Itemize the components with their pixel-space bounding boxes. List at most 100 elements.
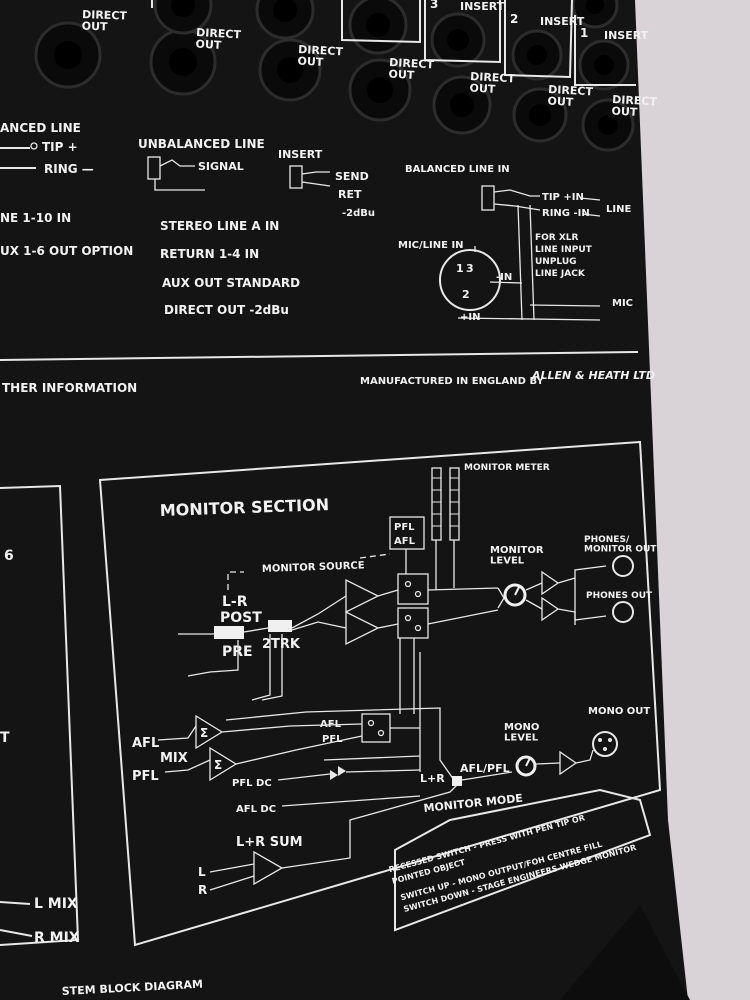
wiring-legend: ANCED LINE TIP + RING — UNBALANCED LINE … [0, 121, 633, 323]
jack-socket[interactable] [348, 58, 412, 122]
for-xlr-note: LINE INPUT [535, 245, 593, 255]
mono-out-label: MONO OUT [588, 706, 650, 717]
channel-number: 1 [580, 26, 588, 40]
jack-socket[interactable] [432, 75, 492, 135]
lr-bus-label: L+R [420, 772, 445, 785]
aux-out-spec: AUX OUT STANDARD [162, 276, 300, 290]
return-spec: RETURN 1-4 IN [160, 247, 259, 261]
jack-socket[interactable] [258, 38, 322, 102]
minus-in-label: -IN [496, 272, 512, 283]
mix-input-label: MIX [160, 751, 188, 766]
direct-out-label: DIRECTOUT [195, 26, 242, 53]
post-label: POST [220, 610, 262, 626]
jack-socket[interactable] [511, 29, 563, 81]
pfl-afl-indicator [389, 516, 425, 550]
jack-socket[interactable] [571, 0, 619, 29]
panel-corner-shadow [560, 905, 690, 1000]
monitor-level-knob[interactable] [503, 583, 527, 607]
tip-in-label: TIP +IN [542, 192, 584, 203]
pfl-indicator-label: PFL [394, 522, 415, 533]
monitor-mode-switch[interactable] [452, 776, 462, 786]
mixer-panel [0, 0, 688, 1000]
jack-socket[interactable] [581, 98, 635, 152]
phones-monitor-jack-icon [612, 555, 634, 577]
plus-in-label: +IN [460, 312, 480, 323]
ring-in-label: RING -IN [542, 208, 590, 219]
channel-number: 3 [430, 0, 438, 11]
mic-label: MIC [612, 298, 633, 309]
t-label: T [0, 730, 10, 746]
direct-out-label: DIRECTOUT [547, 83, 594, 110]
pre-post-switch[interactable] [214, 626, 244, 639]
monitor-amp-r [345, 610, 380, 646]
for-xlr-note: LINE JACK [535, 269, 586, 279]
afl-switch-box[interactable] [397, 573, 429, 605]
sigma-icon: Σ [200, 726, 208, 740]
sigma-icon: Σ [214, 758, 222, 772]
jack-socket[interactable] [512, 87, 568, 143]
2trk-switch[interactable] [268, 620, 292, 632]
jack-socket[interactable] [34, 21, 102, 89]
afl-summer [195, 714, 224, 750]
ret-label: RET [338, 188, 362, 201]
pfl-input-label: PFL [132, 769, 159, 784]
jack-socket[interactable] [153, 0, 213, 35]
l-input-label: L [198, 865, 206, 879]
afl-pfl-bus-label: AFL/PFL [460, 762, 510, 775]
jack-socket[interactable] [578, 39, 630, 91]
jack-labels: DIRECTOUT DIRECTOUT DIRECTOUT DIRECTOUT … [81, 0, 657, 119]
balanced-line-label: ANCED LINE [0, 121, 81, 135]
afl-input-label: AFL [132, 736, 159, 751]
phones-monitor-out-label: PHONES/MONITOR OUT [584, 535, 657, 554]
r-mix-label: R MIX [34, 930, 80, 946]
aux-out-option-spec: UX 1-6 OUT OPTION [0, 244, 133, 258]
lr-sum-label: L+R SUM [236, 835, 303, 850]
afl-indicator-label: AFL [394, 536, 416, 547]
minus-2dbu-label: -2dBu [342, 208, 375, 219]
mono-xlr-icon [592, 731, 618, 757]
direct-out-label: DIRECTOUT [469, 70, 516, 97]
brand-label: ALLEN & HEATH LTD [531, 369, 655, 382]
number-six: 6 [4, 548, 14, 564]
unbalanced-line-label: UNBALANCED LINE [138, 137, 265, 151]
signal-label: SIGNAL [198, 160, 244, 173]
direct-out-label: DIRECTOUT [388, 56, 435, 83]
pre-label: PRE [222, 644, 253, 660]
ring-label: RING — [44, 162, 94, 176]
r-input-label: R [198, 883, 207, 897]
monitor-mode-note-box [394, 788, 652, 932]
line-in-spec: NE 1-10 IN [0, 211, 71, 225]
jack-socket[interactable] [348, 0, 408, 55]
afl-dc-label: AFL DC [236, 804, 276, 815]
monitor-amp-l [345, 578, 380, 614]
insert-label: INSERT [604, 29, 649, 42]
jack-socket[interactable] [430, 12, 486, 68]
jack-group-outlines [151, 0, 636, 86]
jack-sockets [34, 0, 635, 152]
jack-socket[interactable] [255, 0, 315, 40]
divider-line [0, 351, 639, 361]
mono-level-knob[interactable] [515, 755, 537, 777]
lr-sum-amp [253, 850, 284, 886]
xlr-pin: 1 [456, 262, 464, 275]
further-info-label: THER INFORMATION [2, 381, 137, 395]
direct-out-spec: DIRECT OUT -2dBu [164, 303, 289, 317]
lr-label: L-R [222, 594, 248, 610]
pfl-switch-label: PFL [322, 734, 343, 745]
insert-label: INSERT [460, 0, 505, 13]
direct-out-label: DIRECTOUT [297, 43, 344, 70]
l-mix-label: L MIX [34, 896, 78, 912]
pfl-switch-box[interactable] [397, 607, 429, 639]
for-xlr-note: FOR XLR [535, 233, 579, 243]
manufactured-label: MANUFACTURED IN ENGLAND BY [360, 376, 545, 387]
line-label: LINE [606, 204, 631, 215]
insert-label: INSERT [540, 15, 585, 28]
pfl-dc-label: PFL DC [232, 778, 272, 789]
xlr-pinout-icon [439, 249, 501, 311]
xlr-pin: 2 [462, 288, 470, 301]
phones-out-label: PHONES OUT [586, 591, 653, 601]
tip-label: TIP + [42, 140, 78, 154]
